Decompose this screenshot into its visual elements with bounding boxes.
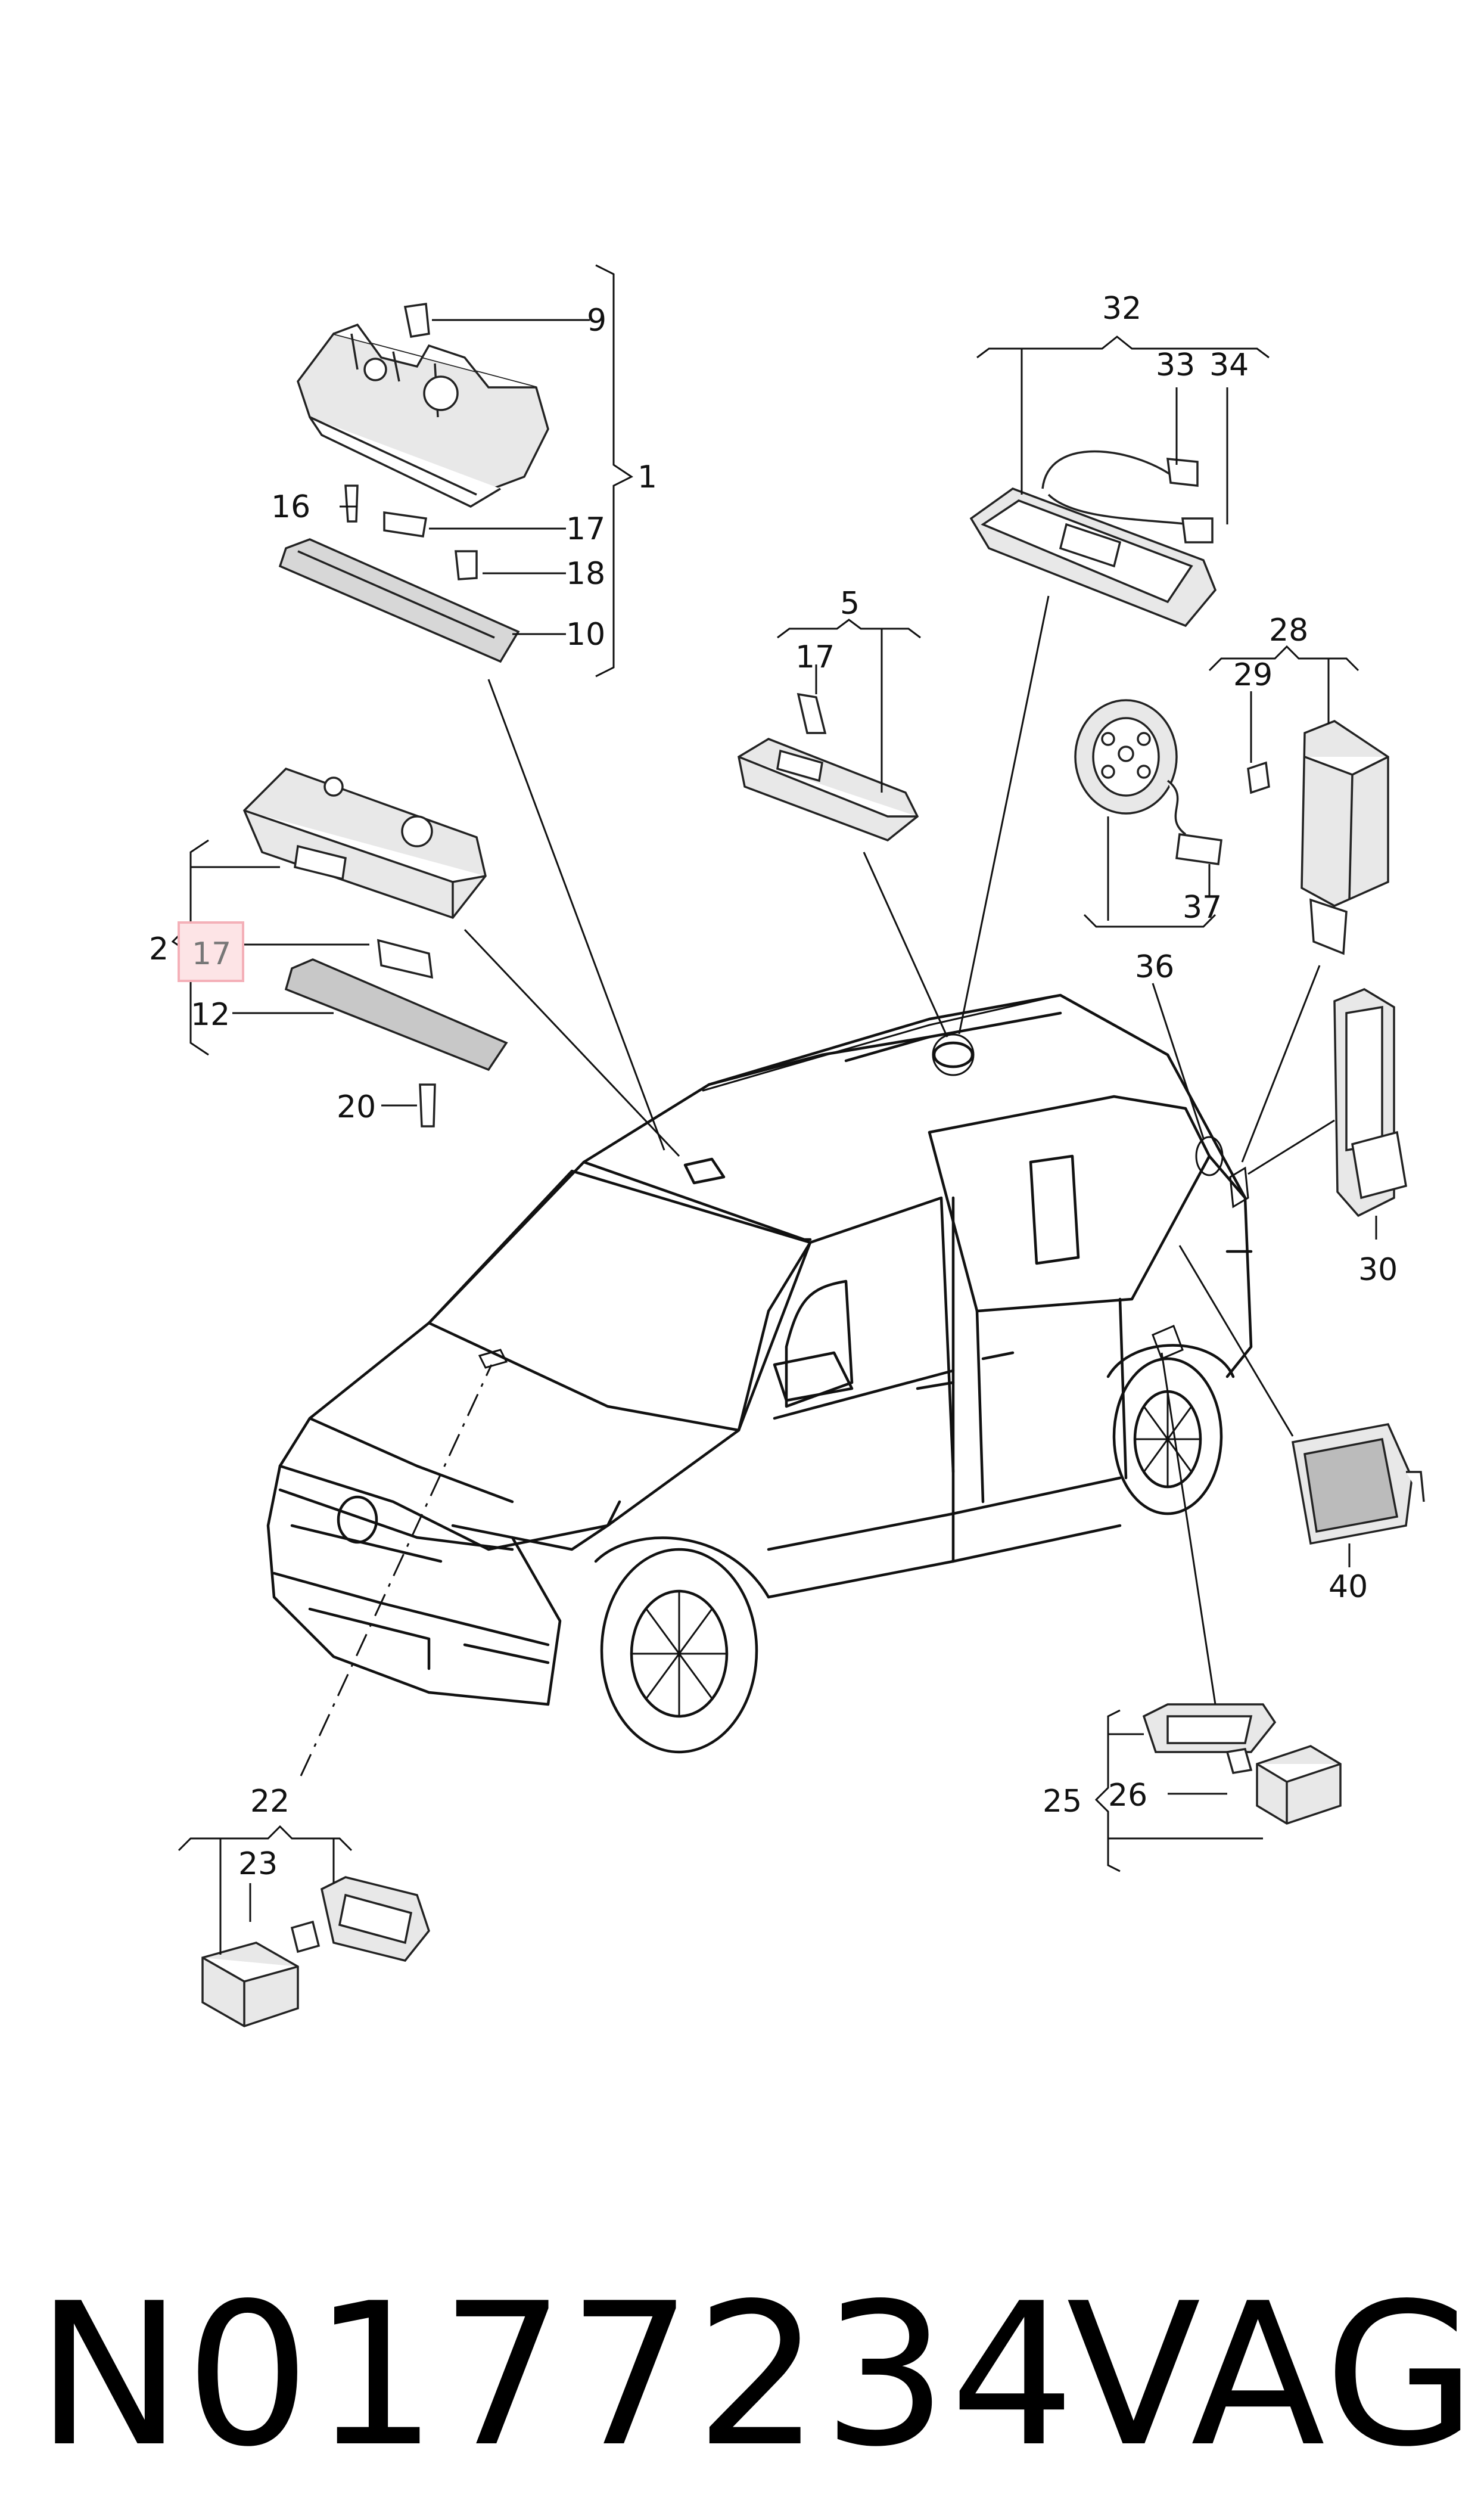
- tail-light-housing: [1333, 988, 1407, 1217]
- callout-32: 32: [1102, 291, 1141, 327]
- callout-23: 23: [238, 1846, 278, 1882]
- callout-17-highlighted: 17: [192, 936, 231, 972]
- callout-22: 22: [250, 1784, 290, 1819]
- vehicle-outline: [266, 993, 1253, 1754]
- bracket-1: [595, 264, 633, 678]
- center-light-location: [932, 1033, 975, 1076]
- callout-2: 2: [149, 931, 169, 967]
- overhead-module-assembly: [969, 450, 1217, 628]
- highlight-callout-17[interactable]: [178, 921, 244, 982]
- callout-18: 18: [566, 556, 605, 592]
- bracket-2: [171, 839, 209, 1056]
- rear-roof-light-assembly: [242, 767, 508, 1128]
- callout-40: 40: [1329, 1569, 1368, 1605]
- callout-labels: 1 9 16 17 18 10 2 17 12 20 5 17 32 33 34…: [149, 291, 1398, 1882]
- callout-16: 16: [271, 489, 310, 525]
- callout-10: 10: [566, 617, 605, 653]
- callout-28: 28: [1269, 613, 1308, 648]
- glovebox-light-assembly: [201, 1876, 430, 2027]
- callout-36: 36: [1135, 949, 1174, 985]
- callout-12: 12: [191, 997, 230, 1033]
- tail-light-module-assembly: [1247, 720, 1389, 955]
- callout-20: 20: [337, 1089, 376, 1125]
- grille-light: [1291, 1423, 1425, 1545]
- callout-1: 1: [637, 459, 657, 495]
- callout-33: 33: [1156, 347, 1195, 383]
- callout-17-center: 17: [795, 639, 835, 675]
- callout-25: 25: [1043, 1784, 1082, 1819]
- callout-34: 34: [1209, 347, 1249, 383]
- center-light-assembly: [738, 692, 919, 841]
- diagram-code: N0177234: [36, 2261, 1078, 2490]
- callout-26: 26: [1108, 1778, 1147, 1813]
- callout-30: 30: [1358, 1252, 1398, 1288]
- callout-37: 37: [1183, 890, 1222, 925]
- callout-17: 17: [566, 511, 605, 547]
- callout-9: 9: [587, 303, 606, 338]
- door-light-assembly: [1142, 1703, 1342, 1825]
- brand-label: VAG: [1066, 2261, 1479, 2490]
- speaker-assembly: [1074, 699, 1222, 865]
- callout-5: 5: [840, 586, 860, 622]
- callout-29: 29: [1233, 657, 1273, 693]
- roof-console-assembly: [278, 303, 549, 663]
